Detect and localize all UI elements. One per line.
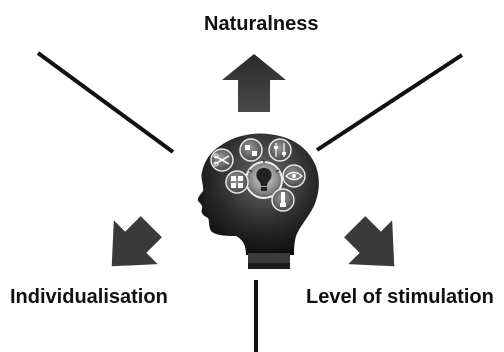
label-level-of-stimulation: Level of stimulation bbox=[306, 286, 494, 308]
letters-icon bbox=[225, 170, 249, 194]
arrow-down-right-stimulation bbox=[344, 216, 395, 267]
scissors-icon bbox=[210, 148, 234, 172]
eye-icon bbox=[282, 164, 306, 188]
line-upper-left bbox=[36, 51, 175, 154]
label-individualisation: Individualisation bbox=[10, 286, 168, 308]
arrow-up-naturalness bbox=[222, 54, 286, 112]
dice-icon bbox=[239, 138, 263, 162]
arrow-down-left-individualisation bbox=[111, 216, 162, 267]
line-upper-right bbox=[315, 53, 464, 152]
paintbrush-icon bbox=[271, 188, 295, 212]
sliders-icon bbox=[268, 138, 292, 162]
lightbulb-icon bbox=[245, 160, 283, 199]
label-naturalness: Naturalness bbox=[204, 13, 319, 35]
